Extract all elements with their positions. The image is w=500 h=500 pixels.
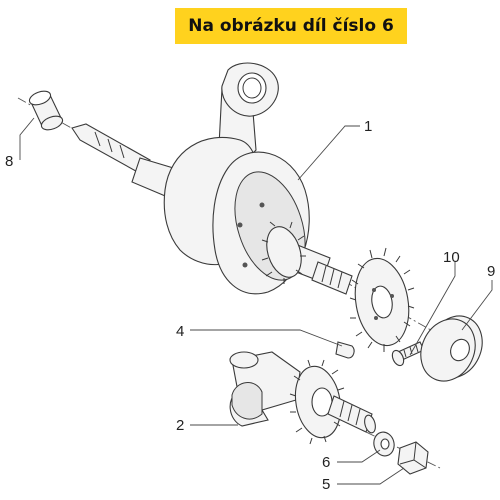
callout-9: 9 xyxy=(487,263,495,280)
leader-1 xyxy=(297,125,360,181)
part-10-screw xyxy=(391,341,425,367)
callout-4: 4 xyxy=(176,323,184,340)
leader-8 xyxy=(19,117,35,160)
leader-5 xyxy=(337,467,405,485)
callout-6: 6 xyxy=(322,454,330,471)
callout-1: 1 xyxy=(364,118,372,135)
balance-shaft-gear xyxy=(289,359,345,445)
crank-pinion-gear xyxy=(261,221,306,284)
callout-8: 8 xyxy=(5,153,13,170)
banner-text: Na obrázku díl číslo 6 xyxy=(188,16,394,36)
part-5-nut xyxy=(397,441,429,475)
part-number-banner: Na obrázku díl číslo 6 xyxy=(175,8,407,44)
part-9-washer xyxy=(420,315,483,382)
callout-2: 2 xyxy=(176,417,184,434)
part-4-key xyxy=(335,341,355,359)
callout-10: 10 xyxy=(443,249,460,266)
timing-sprocket xyxy=(349,247,415,352)
leader-10 xyxy=(409,262,456,356)
part-1-crankshaft xyxy=(71,62,353,295)
part-2-balance-shaft xyxy=(229,351,376,445)
leader-4 xyxy=(190,329,343,347)
callout-5: 5 xyxy=(322,476,330,493)
leader-6 xyxy=(337,449,381,463)
part-6-washer xyxy=(373,431,395,457)
part-8-bushing xyxy=(28,90,64,131)
leader-9 xyxy=(461,280,493,331)
